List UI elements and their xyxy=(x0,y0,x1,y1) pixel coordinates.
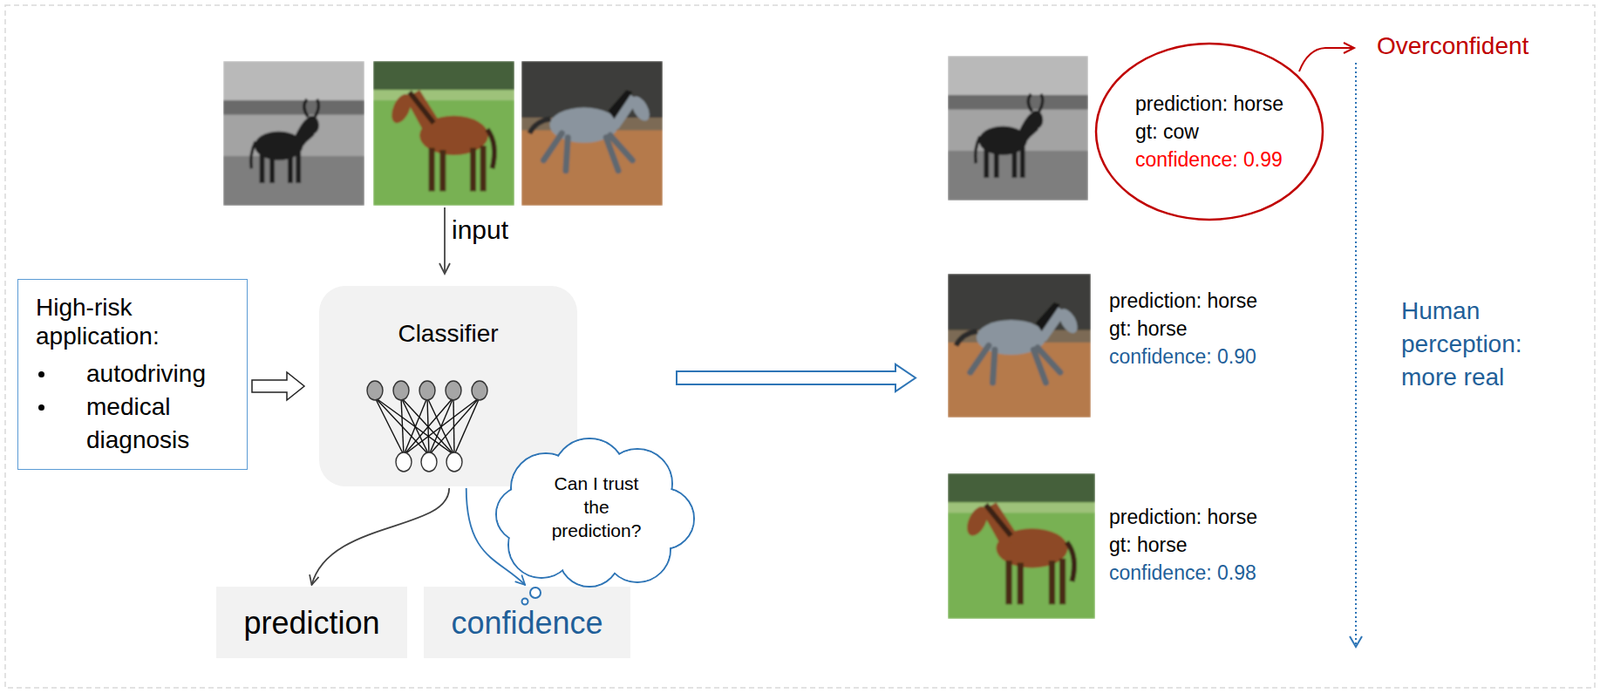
curved-arrow xyxy=(312,488,450,586)
output-label: prediction xyxy=(243,605,380,641)
drawing-part xyxy=(443,207,446,273)
network-link xyxy=(454,397,480,456)
overconfident-pointer xyxy=(1299,42,1355,72)
status-label: Overconfident xyxy=(1376,32,1529,61)
result-line: confidence: 0.90 xyxy=(1109,342,1257,371)
bullet-dot xyxy=(38,404,45,411)
result-line: prediction: horse xyxy=(1109,286,1258,315)
bullet-text: autodriving xyxy=(86,357,237,391)
drawing-part xyxy=(1349,636,1362,647)
network-link xyxy=(374,397,404,456)
input-arrow xyxy=(439,207,450,274)
neuron xyxy=(446,452,463,472)
network-link xyxy=(403,397,480,456)
input-image xyxy=(373,61,515,206)
input-image xyxy=(223,61,365,206)
thought-cloud: Can I trust the prediction? xyxy=(493,435,700,590)
bullet-dot xyxy=(38,371,45,378)
result-line: gt: horse xyxy=(1109,314,1188,343)
result-image xyxy=(947,473,1096,620)
frame-border xyxy=(5,5,1595,688)
result-text: prediction: horsegt: cowconfidence: 0.99 xyxy=(1135,89,1284,174)
neuron xyxy=(445,381,462,401)
thought-bubble xyxy=(530,587,541,599)
thought-bubble xyxy=(522,599,529,606)
cloud-fill xyxy=(522,462,671,559)
drawing-part xyxy=(1343,42,1355,54)
application-box: High-risk application: autodrivingmedical… xyxy=(17,279,248,470)
drawing-part xyxy=(1354,62,1357,646)
output-box: prediction xyxy=(216,586,408,659)
neuron xyxy=(421,452,437,472)
box-title: Classifier xyxy=(319,319,578,349)
result-line: prediction: horse xyxy=(1135,89,1284,118)
neuron xyxy=(419,381,436,401)
neuron xyxy=(367,381,383,401)
bullet-text: medical diagnosis xyxy=(86,390,237,457)
ellipse-outline xyxy=(1094,41,1325,222)
network-link xyxy=(403,397,454,456)
output-block-arrow xyxy=(676,364,916,392)
network-icon xyxy=(319,285,557,487)
output-label: confidence xyxy=(450,605,603,641)
box-heading: High-risk application: xyxy=(35,292,237,351)
network-link xyxy=(401,397,455,456)
result-image xyxy=(947,273,1091,418)
output-box: confidence xyxy=(423,586,631,659)
result-line: confidence: 0.98 xyxy=(1109,558,1257,587)
network-link xyxy=(428,397,480,456)
axis-label: Human perception: more real xyxy=(1401,294,1554,395)
input-image xyxy=(521,61,663,206)
highlight-ellipse: prediction: horsegt: cowconfidence: 0.99 xyxy=(1094,41,1325,222)
block-arrow xyxy=(251,372,305,401)
drawing-part xyxy=(1299,47,1353,72)
drawing-part xyxy=(439,263,450,274)
bullet-item: medical diagnosis xyxy=(35,390,237,457)
result-line: confidence: 0.99 xyxy=(1135,145,1284,174)
ellipse-line xyxy=(1096,43,1323,220)
network-link xyxy=(401,397,404,456)
result-line: gt: cow xyxy=(1135,117,1284,146)
perception-axis-arrow xyxy=(1349,62,1362,647)
bullet-item: autodriving xyxy=(35,357,237,391)
network-link xyxy=(374,397,429,456)
result-line: gt: horse xyxy=(1109,531,1188,559)
neuron xyxy=(471,381,488,401)
thought-text: Can I trust the prediction? xyxy=(544,471,649,543)
neuron xyxy=(393,381,409,401)
neuron xyxy=(395,452,412,472)
result-line: prediction: horse xyxy=(1109,503,1258,532)
input-label: input xyxy=(451,215,509,246)
result-image xyxy=(947,55,1089,201)
